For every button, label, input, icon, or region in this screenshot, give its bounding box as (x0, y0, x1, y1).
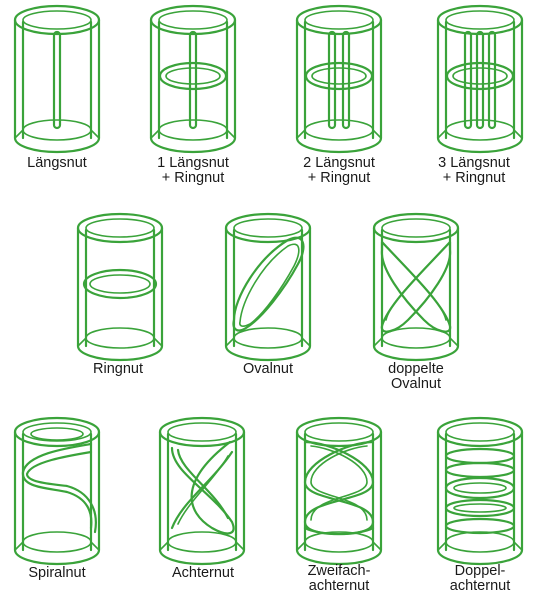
label-doppel-achternut: Doppel- achternut (425, 564, 534, 594)
label-achternut: Achternut (148, 566, 258, 581)
label-zweifach-achternut: Zweifach- achternut (284, 564, 394, 594)
label-doppelte-ovalnut: doppelte Ovalnut (361, 362, 471, 392)
cylinder-ovalnut (226, 214, 310, 360)
cylinder-doppelte-ovalnut (374, 214, 458, 360)
label-spiralnut: Spiralnut (2, 566, 112, 581)
label-ovalnut: Ovalnut (213, 362, 323, 377)
cylinder-laengsnut1-ringnut (151, 6, 235, 152)
cylinder-spiralnut (15, 418, 99, 564)
label-laengsnut1-ringnut: 1 Längsnut + Ringnut (138, 156, 248, 186)
cylinder-laengsnut (15, 6, 99, 152)
cylinder-laengsnut2-ringnut (297, 6, 381, 152)
cylinder-laengsnut3-ringnut (438, 6, 522, 152)
label-laengsnut2-ringnut: 2 Längsnut + Ringnut (284, 156, 394, 186)
label-ringnut: Ringnut (63, 362, 173, 377)
label-laengsnut: Längsnut (2, 156, 112, 171)
cylinder-achternut (160, 418, 244, 564)
cylinder-ringnut (78, 214, 162, 360)
cylinder-zweifach-achternut (297, 418, 381, 564)
cylinder-doppel-achternut (438, 418, 522, 564)
label-laengsnut3-ringnut: 3 Längsnut + Ringnut (419, 156, 529, 186)
